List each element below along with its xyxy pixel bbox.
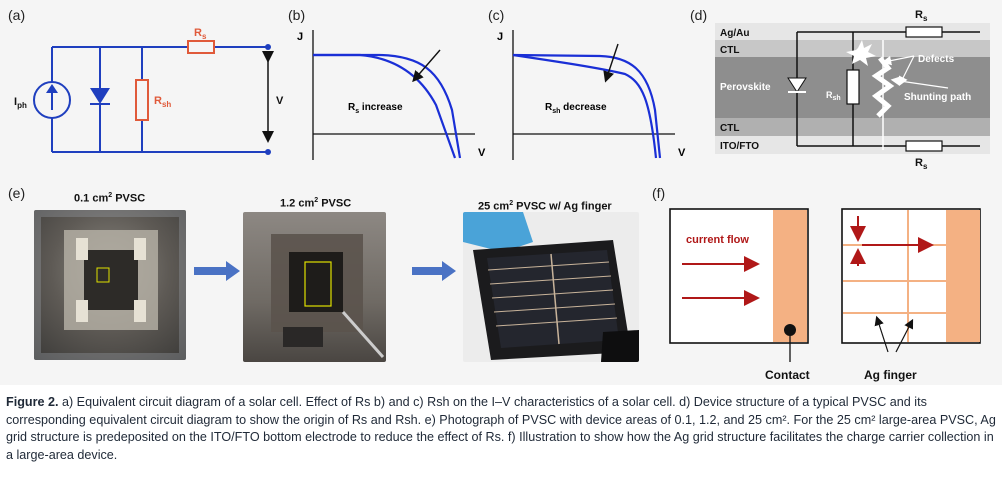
svg-text:J: J: [497, 31, 503, 43]
photo3-title: 25 cm2 PVSC w/ Ag finger: [478, 200, 612, 213]
jv-plot-c: J V Rsh decrease: [497, 30, 686, 160]
device-structure: Ag/Au CTL Perovskite CTL ITO/FTO Rs Rs R…: [715, 9, 990, 171]
current-illustration-left: current flow Contact: [669, 208, 810, 382]
svg-text:Rs: Rs: [915, 9, 928, 23]
svg-text:Defects: Defects: [918, 54, 955, 65]
caption-text: a) Equivalent circuit diagram of a solar…: [6, 395, 996, 462]
figure-svg: (a) Iph Rs Rsh V (b) J V: [8, 7, 990, 382]
rs-label: Rs: [194, 27, 207, 41]
svg-text:CTL: CTL: [720, 45, 739, 56]
panel-e-label: (e): [8, 185, 25, 201]
terminal-top: [265, 44, 271, 50]
svg-text:Rsh: Rsh: [826, 90, 841, 102]
panel-a-label: (a): [8, 7, 25, 23]
caption-figure-number: Figure 2.: [6, 395, 59, 409]
photo-0-1cm2-pvsc: [34, 210, 186, 360]
figure-caption: Figure 2. a) Equivalent circuit diagram …: [6, 394, 996, 464]
panel-c-label: (c): [488, 7, 504, 23]
iph-label: Iph: [14, 96, 27, 110]
svg-text:current flow: current flow: [686, 234, 749, 246]
svg-text:Ag finger: Ag finger: [864, 368, 917, 382]
panel-f-label: (f): [652, 185, 665, 201]
arrow-right-icon: [412, 261, 456, 281]
panel-b-label: (b): [288, 7, 305, 23]
circuit-diagram: [33, 46, 268, 153]
current-source-arrowhead: [46, 84, 58, 93]
svg-text:Shunting path: Shunting path: [904, 92, 971, 103]
svg-text:V: V: [478, 147, 486, 159]
svg-text:ITO/FTO: ITO/FTO: [720, 141, 759, 152]
svg-text:Rs increase: Rs increase: [348, 102, 403, 115]
v-label: V: [276, 95, 284, 107]
rsh-resistor: [135, 79, 149, 121]
svg-text:Perovskite: Perovskite: [720, 82, 771, 93]
photo2-title: 1.2 cm2 PVSC: [280, 197, 352, 210]
svg-text:Contact: Contact: [765, 368, 810, 382]
rs-resistor: [187, 40, 215, 54]
svg-text:Ag/Au: Ag/Au: [720, 28, 749, 39]
svg-text:Rsh decrease: Rsh decrease: [545, 102, 607, 115]
photo-25cm2-pvsc: [463, 212, 639, 362]
svg-text:V: V: [678, 147, 686, 159]
panel-d-label: (d): [690, 7, 707, 23]
svg-text:Rs: Rs: [915, 157, 928, 171]
rsh-label: Rsh: [154, 95, 171, 109]
arrow-right-icon: [194, 261, 240, 281]
photo1-title: 0.1 cm2 PVSC: [74, 192, 146, 205]
terminal-bottom: [265, 149, 271, 155]
svg-text:CTL: CTL: [720, 123, 739, 134]
jv-plot-b: J V Rs increase: [297, 30, 486, 160]
photo-1-2cm2-pvsc: [243, 212, 386, 362]
svg-text:J: J: [297, 31, 303, 43]
diode-icon: [90, 88, 110, 104]
current-illustration-right: Ag finger: [841, 208, 981, 382]
